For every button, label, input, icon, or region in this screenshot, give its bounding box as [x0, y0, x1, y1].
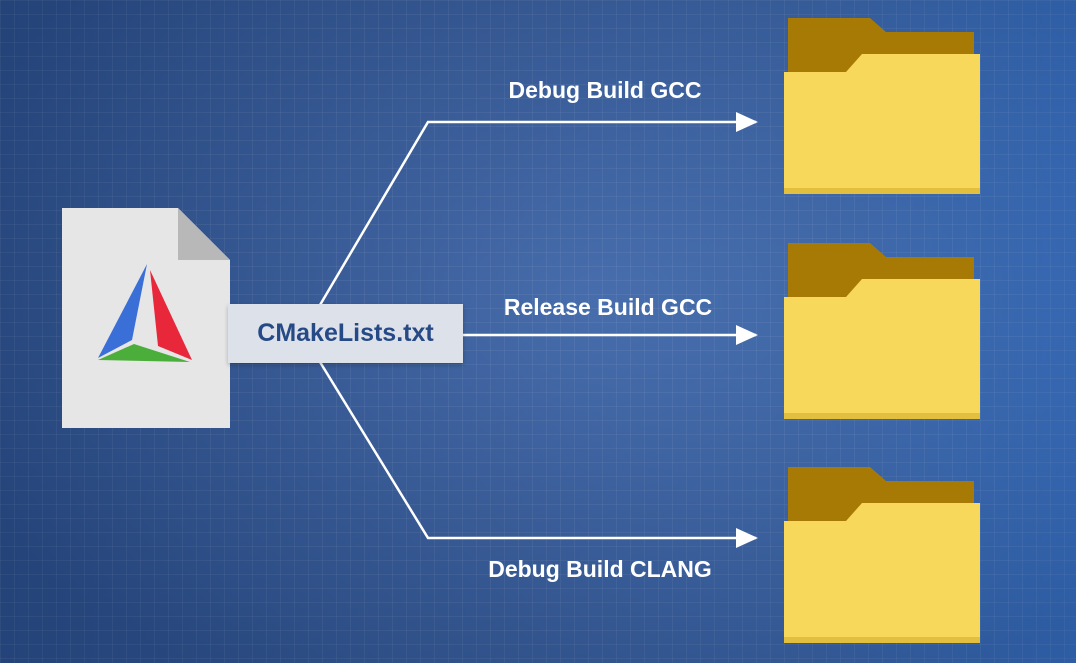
arrow-debug-gcc	[318, 112, 758, 306]
build-label-release-gcc: Release Build GCC	[503, 294, 713, 320]
cmake-document	[62, 208, 230, 428]
arrow-debug-clang	[318, 361, 758, 548]
folder-debug-clang[interactable]	[784, 467, 980, 643]
folder-release-gcc[interactable]	[784, 243, 980, 419]
build-label-debug-clang: Debug Build CLANG	[488, 556, 712, 582]
build-label-debug-gcc: Debug Build GCC	[508, 77, 702, 103]
filename-text: CMakeLists.txt	[257, 319, 434, 347]
cmake-logo-icon	[98, 264, 192, 362]
document-icon	[62, 208, 230, 428]
folder-debug-gcc[interactable]	[784, 18, 980, 194]
folder-icon	[784, 467, 980, 643]
document-fold	[178, 208, 230, 260]
filename-label: CMakeLists.txt	[228, 304, 463, 363]
folder-icon	[784, 243, 980, 419]
folder-icon	[784, 18, 980, 194]
